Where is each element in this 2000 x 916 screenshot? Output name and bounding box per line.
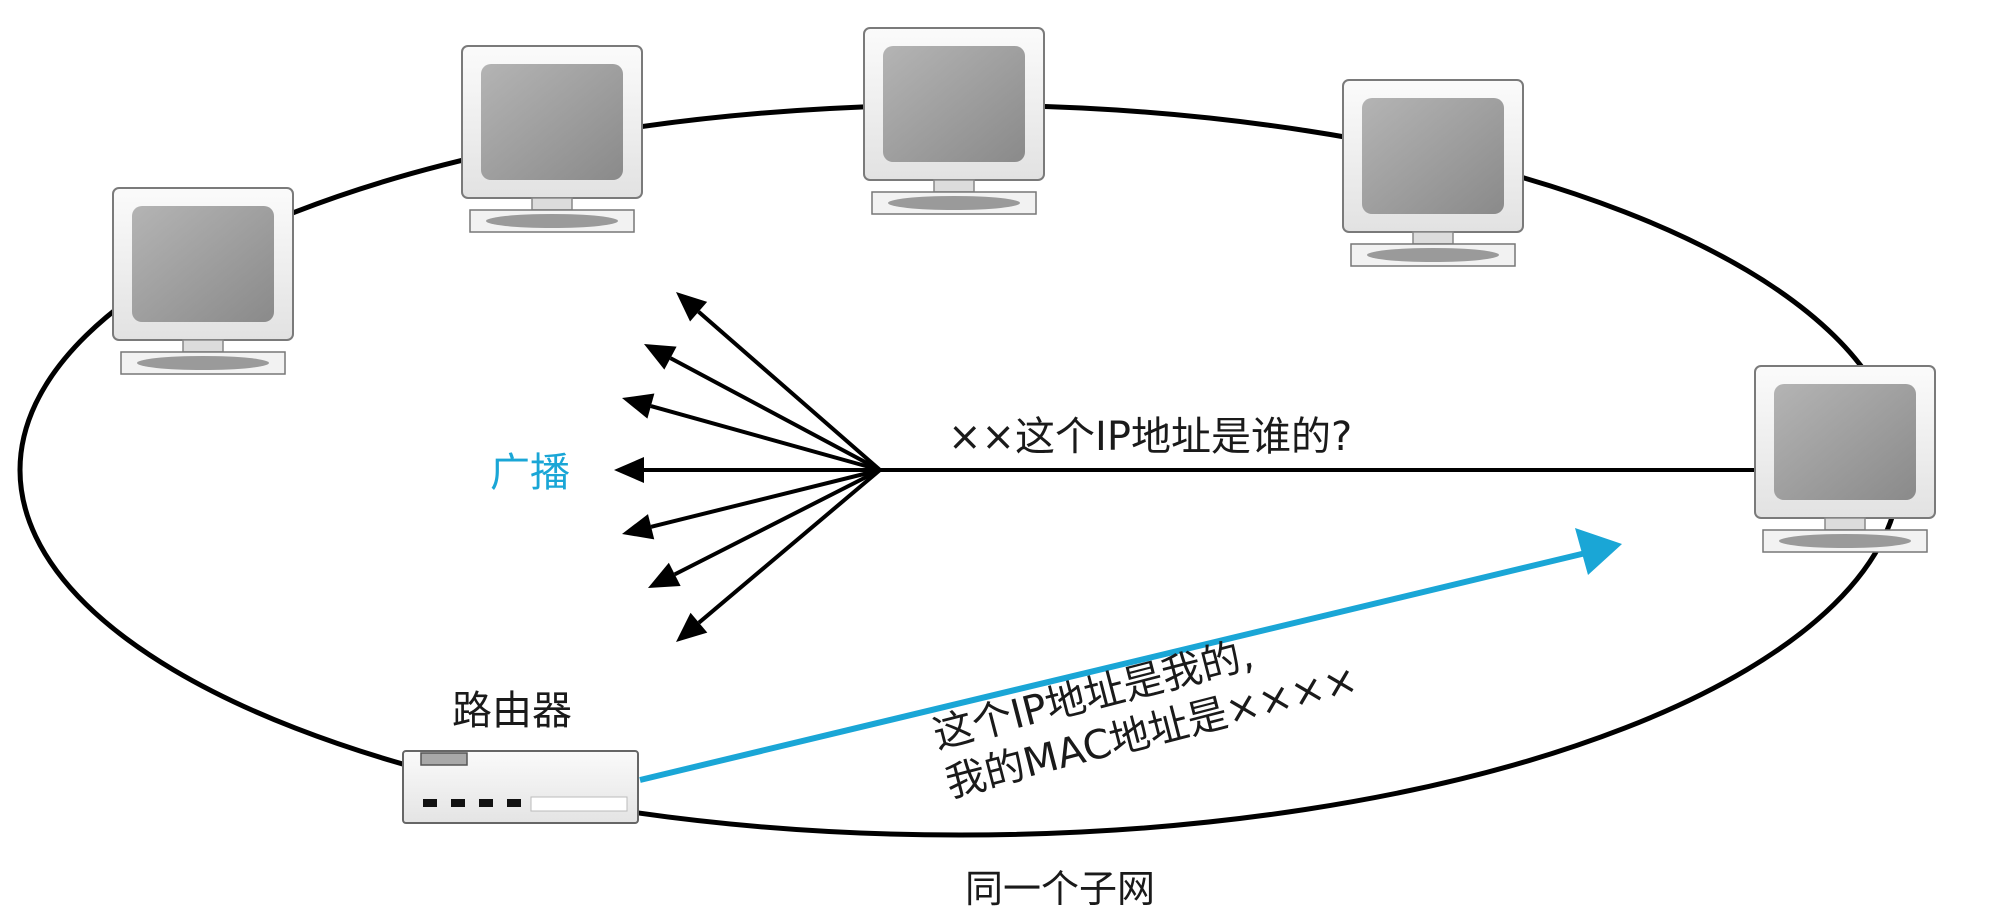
broadcast-arrows: [614, 292, 882, 642]
broadcast-arrow-line: [650, 468, 881, 529]
broadcast-arrow-line: [673, 468, 881, 577]
broadcast-arrow-head: [622, 514, 655, 540]
reply-arrow-head: [1575, 528, 1622, 575]
broadcast-arrow-line: [697, 468, 882, 625]
broadcast-arrow-line: [697, 310, 882, 472]
broadcast-arrow-head: [622, 393, 655, 419]
router-label: 路由器: [452, 688, 572, 734]
broadcast-arrow-line: [650, 404, 881, 472]
reply-arrow-line: [639, 549, 1591, 783]
subnet-label: 同一个子网: [965, 867, 1156, 911]
router-icon: [402, 750, 639, 824]
computer-icon: [863, 27, 1045, 215]
computer-icon: [112, 187, 294, 375]
broadcast-arrow-head: [648, 562, 681, 588]
broadcast-label: 广播: [490, 450, 570, 496]
broadcast-arrow-head: [614, 457, 644, 483]
computer-icon: [461, 45, 643, 233]
broadcast-arrow-line: [669, 356, 881, 472]
broadcast-arrow-head: [644, 344, 677, 370]
broadcast-arrow-head: [676, 612, 708, 642]
computer-icon: [1342, 79, 1524, 267]
broadcast-arrow-head: [676, 292, 708, 322]
computer-icon: [1754, 365, 1936, 553]
arp-request-label: ××这个IP地址是谁的?: [948, 414, 1353, 460]
